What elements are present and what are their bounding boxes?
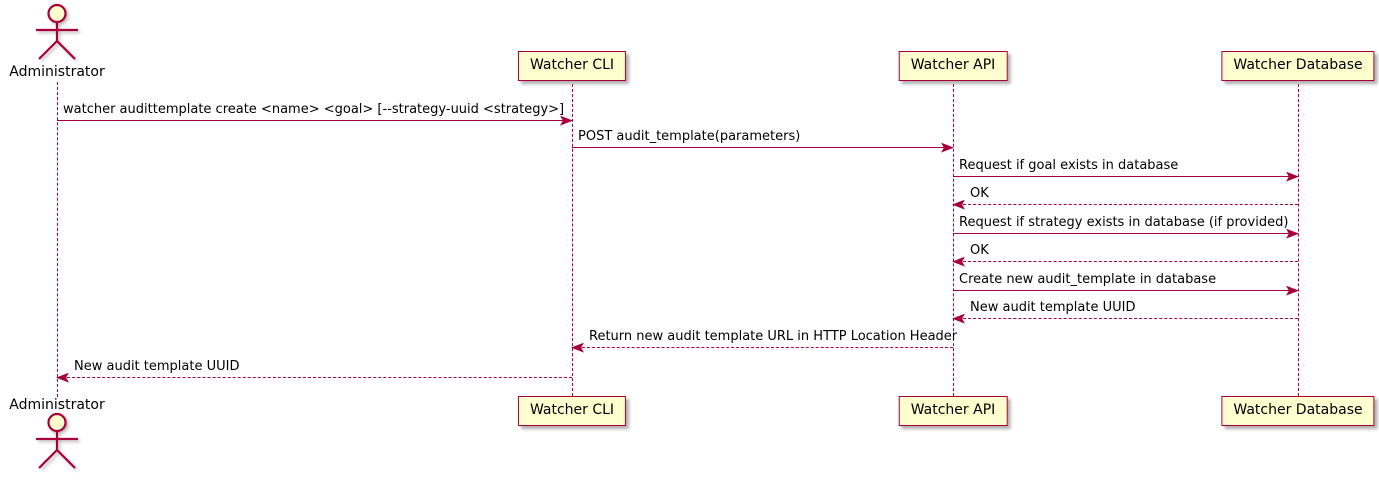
arrowhead-left-icon xyxy=(571,342,584,353)
actor-administrator-icon-bottom xyxy=(36,412,78,469)
message-line xyxy=(953,204,1298,205)
arrowhead-left-icon xyxy=(952,256,965,267)
participant-watcher-api-bottom: Watcher API xyxy=(898,396,1008,426)
message-request-strategy-exists: Request if strategy exists in database (… xyxy=(953,215,1299,239)
message-line xyxy=(572,147,953,148)
arrowhead-left-icon xyxy=(56,372,69,383)
message-create-in-database: Create new audit_template in database xyxy=(953,272,1299,296)
message-line xyxy=(953,176,1298,177)
message-create-audittemplate: watcher audittemplate create <name> <goa… xyxy=(57,102,573,126)
message-new-uuid-to-admin: New audit template UUID xyxy=(56,359,572,383)
arrowhead-left-icon xyxy=(952,199,965,210)
message-label: New audit template UUID xyxy=(74,359,240,374)
lifeline-administrator xyxy=(57,82,58,397)
message-line xyxy=(953,318,1298,319)
participant-watcher-database-bottom: Watcher Database xyxy=(1221,396,1375,426)
message-label: OK xyxy=(970,186,989,201)
message-request-goal-exists: Request if goal exists in database xyxy=(953,158,1299,182)
message-goal-ok: OK xyxy=(952,186,1298,210)
message-return-url-location-header: Return new audit template URL in HTTP Lo… xyxy=(571,329,958,353)
message-label: OK xyxy=(970,243,989,258)
participant-watcher-cli-top: Watcher CLI xyxy=(517,51,627,81)
arrowhead-right-icon xyxy=(1286,171,1299,182)
lifeline-watcher-api xyxy=(953,84,954,396)
arrowhead-right-icon xyxy=(1286,285,1299,296)
actor-administrator-label-bottom: Administrator xyxy=(9,397,105,413)
message-label: watcher audittemplate create <name> <goa… xyxy=(63,102,565,117)
message-line xyxy=(572,347,953,348)
actor-administrator-icon-top xyxy=(36,3,78,60)
message-label: Request if strategy exists in database (… xyxy=(959,215,1289,230)
participant-watcher-database-top: Watcher Database xyxy=(1221,51,1375,81)
lifeline-watcher-database xyxy=(1298,84,1299,396)
message-line xyxy=(57,377,572,378)
arrowhead-right-icon xyxy=(941,142,954,153)
message-new-uuid-from-db: New audit template UUID xyxy=(952,300,1298,324)
message-line xyxy=(953,233,1298,234)
participant-watcher-cli-bottom: Watcher CLI xyxy=(517,396,627,426)
actor-administrator-label-top: Administrator xyxy=(9,64,105,80)
message-line xyxy=(57,120,572,121)
participant-watcher-api-top: Watcher API xyxy=(898,51,1008,81)
arrowhead-left-icon xyxy=(952,313,965,324)
message-label: Create new audit_template in database xyxy=(959,272,1217,287)
message-post-audit-template: POST audit_template(parameters) xyxy=(572,129,954,153)
message-line xyxy=(953,290,1298,291)
arrowhead-right-icon xyxy=(1286,228,1299,239)
message-line xyxy=(953,261,1298,262)
arrowhead-right-icon xyxy=(560,115,573,126)
message-label: Return new audit template URL in HTTP Lo… xyxy=(589,329,958,344)
message-label: Request if goal exists in database xyxy=(959,158,1179,173)
message-strategy-ok: OK xyxy=(952,243,1298,267)
lifeline-watcher-cli xyxy=(572,84,573,396)
message-label: POST audit_template(parameters) xyxy=(578,129,801,144)
message-label: New audit template UUID xyxy=(970,300,1136,315)
